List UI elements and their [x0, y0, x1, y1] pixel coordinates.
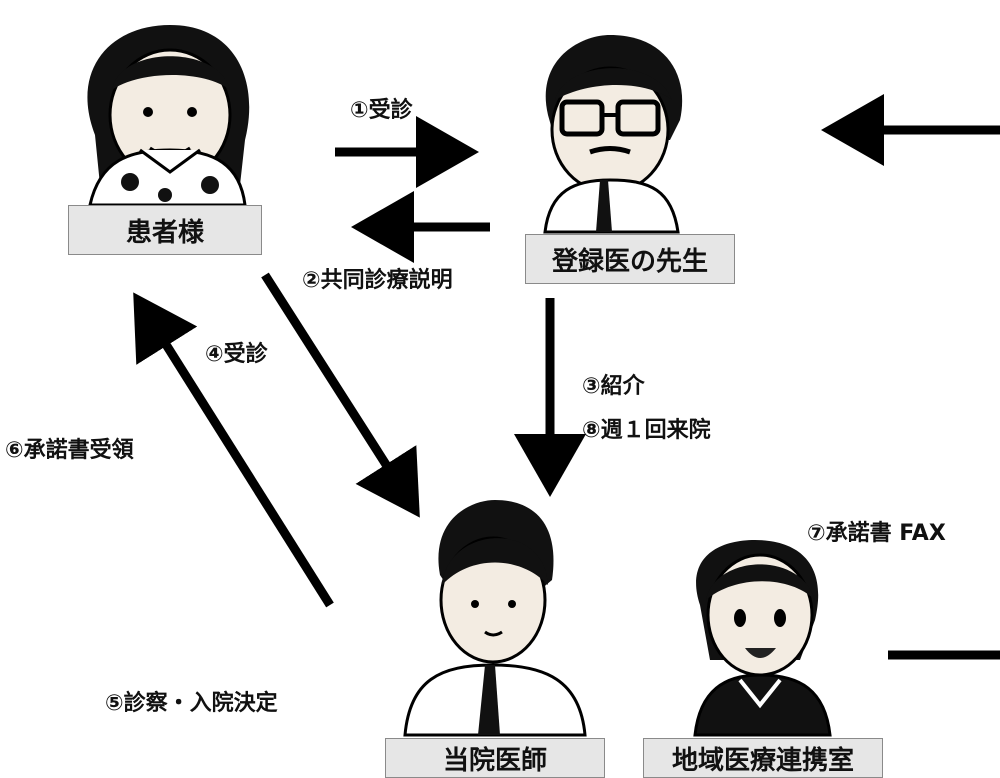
liaison-staff-figure	[693, 540, 832, 737]
step2-label: ②共同診療説明	[302, 268, 453, 293]
step3-label: ③紹介	[582, 374, 645, 399]
step8-label: ⑧週１回来院	[582, 418, 711, 443]
arrow-step6	[133, 292, 334, 608]
step1-label: ①受診	[350, 98, 413, 123]
registered-doctor-label: 登録医の先生	[525, 234, 735, 284]
patient-label: 患者様	[68, 205, 262, 255]
step7-label: ⑦承諾書 FAX	[807, 521, 946, 546]
registered-doctor-figure	[543, 35, 683, 234]
patient-figure	[87, 25, 250, 207]
step5-label: ⑤診察・入院決定	[105, 691, 278, 716]
step4-label: ④受診	[205, 342, 268, 367]
step6-label: ⑥承諾書受領	[5, 438, 134, 463]
liaison-office-label: 地域医療連携室	[643, 738, 883, 778]
hospital-doctor-figure	[403, 500, 587, 737]
arrow-step4	[261, 272, 420, 518]
hospital-doctor-label: 当院医師	[385, 738, 605, 778]
